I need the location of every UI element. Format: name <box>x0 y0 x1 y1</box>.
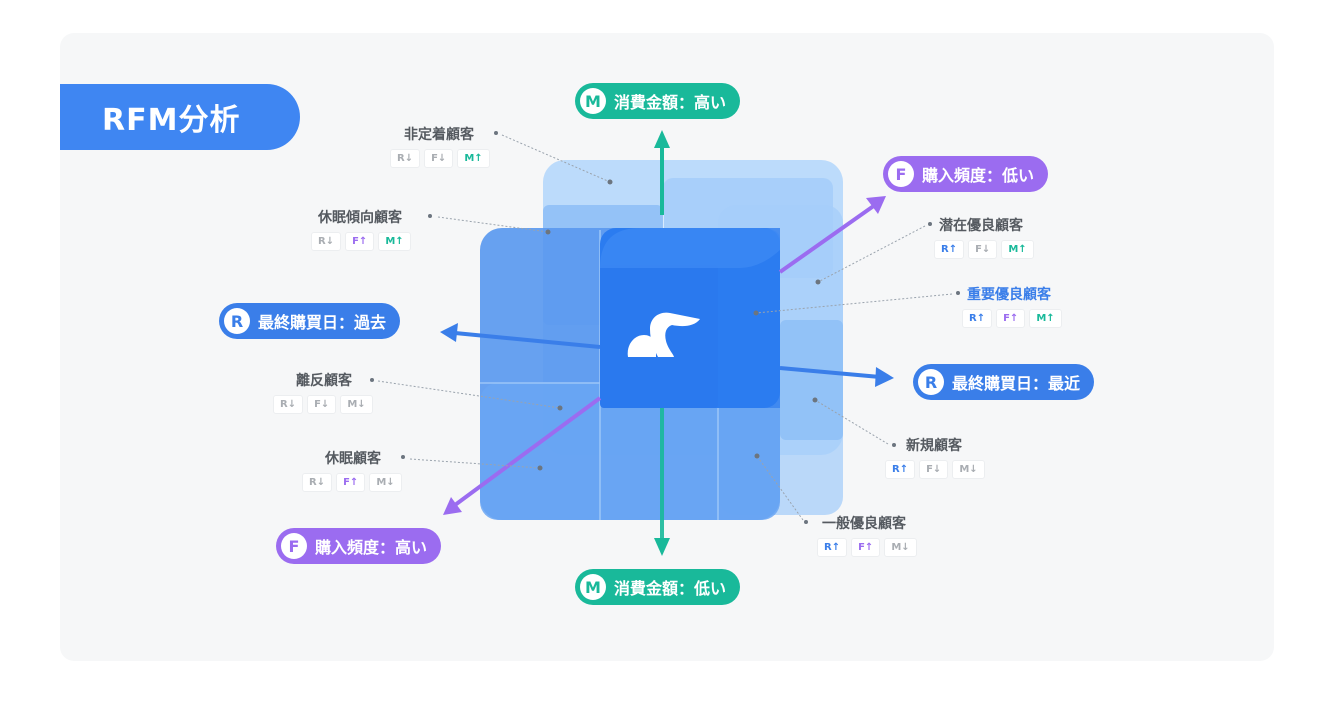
r-badge-icon: R <box>224 308 250 334</box>
chip: F↑ <box>345 232 375 251</box>
chip: F↓ <box>424 149 454 168</box>
chip: F↑ <box>851 538 881 557</box>
segment-chips: R↑ F↓ M↑ <box>934 240 1034 259</box>
segment-chips: R↑ F↓ M↓ <box>885 460 985 479</box>
chip: R↑ <box>817 538 848 557</box>
chip: F↑ <box>996 309 1026 328</box>
segment-label: 潜在優良顧客 <box>939 218 1023 234</box>
r-badge-icon: R <box>918 369 944 395</box>
chip: M↓ <box>340 395 373 414</box>
segment-chips: R↑ F↑ M↑ <box>962 309 1062 328</box>
axis-f-low-label: F 購入頻度：低い <box>883 156 1049 192</box>
chip: M↑ <box>457 149 490 168</box>
segment-label: 一般優良顧客 <box>822 516 906 532</box>
chip: M↑ <box>378 232 411 251</box>
segment-chips: R↓ F↑ M↓ <box>302 473 402 492</box>
chip: M↓ <box>952 460 985 479</box>
cube-lower-layer <box>480 383 780 520</box>
f-badge-icon: F <box>281 533 307 559</box>
axis-m-high-label: M 消費金額：高い <box>575 83 741 119</box>
chip: R↓ <box>302 473 333 492</box>
page-title: RFM分析 <box>60 84 300 150</box>
m-badge-icon: M <box>580 88 606 114</box>
chip: R↓ <box>273 395 304 414</box>
axis-r-recent-label: R 最終購買日：最近 <box>913 364 1095 400</box>
segment-chips: R↑ F↑ M↓ <box>817 538 917 557</box>
segment-label: 離反顧客 <box>296 373 352 389</box>
axis-r-past-label: R 最終購買日：過去 <box>219 303 401 339</box>
chip: F↓ <box>968 240 998 259</box>
chip: R↑ <box>962 309 993 328</box>
segment-label: 新規顧客 <box>906 438 962 454</box>
pelican-logo-icon <box>627 312 700 357</box>
chip: M↓ <box>884 538 917 557</box>
chip: R↑ <box>934 240 965 259</box>
chip: M↑ <box>1001 240 1034 259</box>
f-badge-icon: F <box>888 161 914 187</box>
chip: M↑ <box>1029 309 1062 328</box>
chip: R↑ <box>885 460 916 479</box>
chip: F↑ <box>336 473 366 492</box>
segment-label: 休眠顧客 <box>325 451 381 467</box>
chip: F↓ <box>919 460 949 479</box>
segment-chips: R↓ F↓ M↑ <box>390 149 490 168</box>
segment-label: 休眠傾向顧客 <box>318 210 402 226</box>
segment-chips: R↓ F↓ M↓ <box>273 395 373 414</box>
m-badge-icon: M <box>580 574 606 600</box>
chip: R↓ <box>390 149 421 168</box>
chip: R↓ <box>311 232 342 251</box>
chip: F↓ <box>307 395 337 414</box>
segment-label-highlight: 重要優良顧客 <box>967 287 1051 303</box>
axis-m-low-label: M 消費金額：低い <box>575 569 741 605</box>
segment-chips: R↓ F↑ M↑ <box>311 232 411 251</box>
chip: M↓ <box>369 473 402 492</box>
axis-f-high-label: F 購入頻度：高い <box>276 528 442 564</box>
segment-label: 非定着顧客 <box>404 127 474 143</box>
